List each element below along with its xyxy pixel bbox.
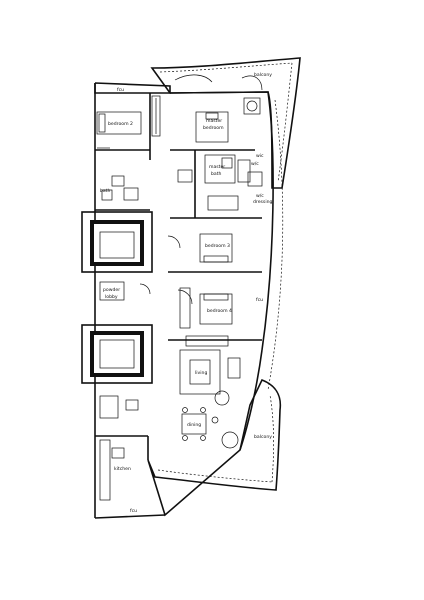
powder-lobby: powder lobby bbox=[99, 281, 151, 301]
wic-dressing-label-b: dressing bbox=[253, 199, 273, 205]
bedroom-4: bedroom 4 fcu bbox=[168, 287, 263, 341]
master-bedroom-label-1: master bbox=[206, 118, 222, 124]
living-label: living bbox=[195, 370, 207, 376]
master-bedroom: master bedroom bbox=[170, 97, 261, 151]
facade-line bbox=[267, 99, 284, 391]
core-upper bbox=[81, 211, 153, 273]
balcony-top-label: balcony bbox=[254, 72, 272, 78]
powder-lobby-label-1: powder bbox=[103, 287, 120, 293]
living: living bbox=[179, 335, 241, 395]
fcu-bottom-label: fcu bbox=[130, 508, 137, 514]
powder-lobby-label-2: lobby bbox=[105, 294, 118, 300]
dining: dining bbox=[181, 390, 239, 449]
bedroom-2: bedroom 2 fcu bbox=[95, 87, 161, 151]
wic-label: wic bbox=[256, 153, 264, 159]
kitchen-label: kitchen bbox=[114, 466, 131, 472]
balcony-bottom: balcony bbox=[147, 378, 282, 517]
balcony-bottom-label: balcony bbox=[254, 434, 272, 440]
master-bath-label-1: master bbox=[209, 164, 225, 170]
master-bath: master bath wic w/c w/c dressing bbox=[170, 150, 273, 219]
balcony-top: balcony bbox=[150, 57, 301, 189]
master-bath-label-2: bath bbox=[211, 171, 222, 177]
bedroom-2-label: bedroom 2 bbox=[108, 121, 133, 127]
fcu-side-label: fcu bbox=[256, 297, 263, 303]
wic-dressing-label-a: w/c bbox=[256, 193, 264, 199]
dressing-label-1: w/c bbox=[251, 161, 259, 167]
bedroom-4-label: bedroom 4 bbox=[207, 308, 232, 314]
master-bedroom-label-2: bedroom bbox=[203, 125, 224, 131]
bath: bath bbox=[95, 175, 150, 211]
fcu-top-label: fcu bbox=[117, 87, 124, 93]
bedroom-3-label: bedroom 3 bbox=[205, 243, 230, 249]
kitchen: kitchen fcu bbox=[95, 395, 149, 514]
outer-walls bbox=[94, 82, 274, 519]
core-lower bbox=[81, 324, 153, 384]
bedroom-3: bedroom 3 bbox=[167, 233, 262, 273]
dining-label: dining bbox=[187, 422, 201, 428]
bath-label: bath bbox=[100, 188, 111, 194]
